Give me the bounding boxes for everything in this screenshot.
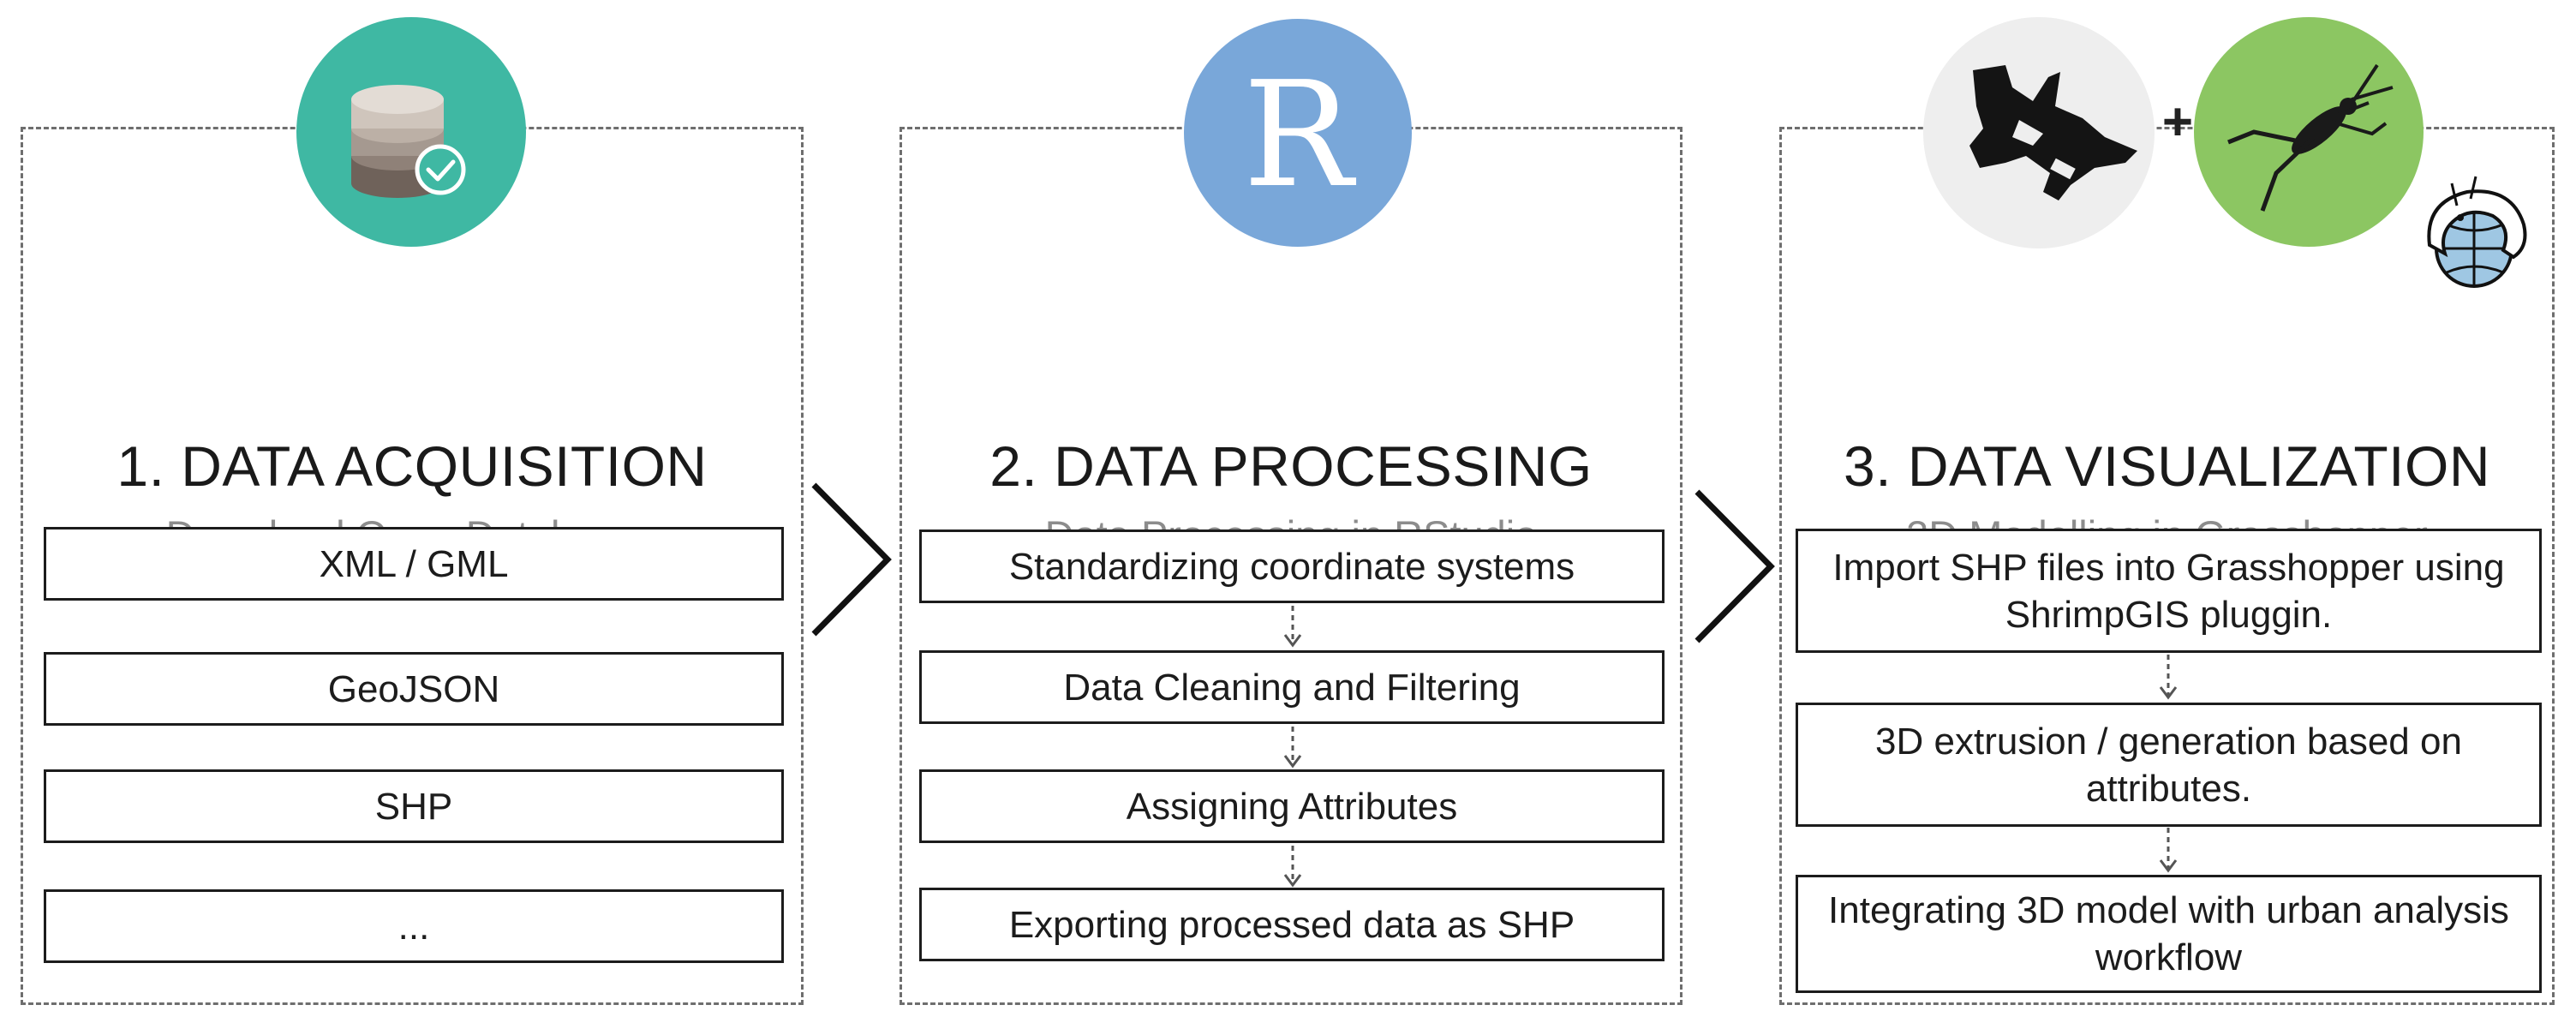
rhino-logo-icon bbox=[1923, 17, 2155, 248]
grasshopper-logo-icon bbox=[2194, 17, 2424, 247]
connector-arrow-icon bbox=[1283, 606, 1302, 648]
step-box: 3D extrusion / generation based on attri… bbox=[1796, 703, 2542, 827]
step-box: SHP bbox=[44, 769, 784, 843]
panel-data-acquisition: 1. DATA ACQUISITION Download Open Databa… bbox=[21, 127, 804, 1005]
stage-title: 1. DATA ACQUISITION bbox=[117, 434, 708, 498]
step-box: Standardizing coordinate systems bbox=[919, 529, 1665, 603]
flow-arrow-icon bbox=[811, 482, 892, 637]
r-logo-letter: R bbox=[1243, 51, 1353, 220]
step-box: Data Cleaning and Filtering bbox=[919, 650, 1665, 724]
connector-arrow-icon bbox=[2159, 655, 2178, 700]
connector-arrow-icon bbox=[1283, 727, 1302, 769]
shrimpgis-logo-icon bbox=[2404, 168, 2541, 305]
connector-arrow-icon bbox=[1283, 846, 1302, 888]
step-box: Assigning Attributes bbox=[919, 769, 1665, 843]
step-box: Import SHP files into Grasshopper using … bbox=[1796, 529, 2542, 653]
stage-title: 2. DATA PROCESSING bbox=[989, 434, 1593, 498]
connector-arrow-icon bbox=[2159, 828, 2178, 873]
step-box: Integrating 3D model with urban analysis… bbox=[1796, 875, 2542, 993]
step-box: GeoJSON bbox=[44, 652, 784, 726]
step-box: ... bbox=[44, 889, 784, 963]
panel-data-processing: 2. DATA PROCESSING Data Processing in RS… bbox=[900, 127, 1682, 1005]
panel-data-visualization: 3. DATA VISUALIZATION 3D Modelling in Gr… bbox=[1779, 127, 2555, 1005]
step-box: Exporting processed data as SHP bbox=[919, 888, 1665, 961]
plus-label: + bbox=[2161, 93, 2194, 152]
step-box: XML / GML bbox=[44, 527, 784, 601]
database-check-icon bbox=[296, 17, 526, 247]
stage-title: 3. DATA VISUALIZATION bbox=[1844, 434, 2490, 498]
r-logo-icon: R bbox=[1184, 19, 1412, 247]
flow-arrow-icon bbox=[1694, 489, 1775, 643]
